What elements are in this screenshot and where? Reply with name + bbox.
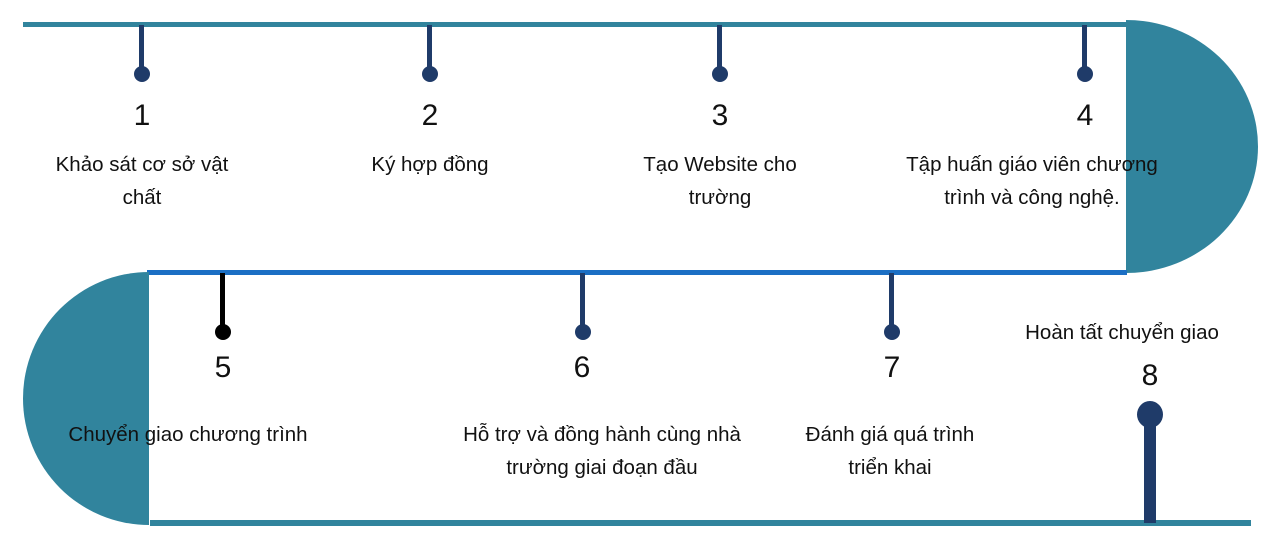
step-3-label-line: Tạo Website cho (643, 153, 797, 176)
step-3-label: Tạo Website cho trường (610, 148, 830, 214)
step-3-number: 3 (711, 99, 729, 132)
step-7-label: Đánh giá quá trình triển khai (780, 418, 1000, 484)
step-1-marker-dot (134, 66, 150, 82)
step-1-label-line: chất (122, 186, 162, 209)
step-4-number: 4 (1076, 99, 1094, 132)
step-1-number: 1 (133, 99, 151, 132)
left-turn-semicircle (23, 272, 149, 525)
step-2-label-line: Ký hợp đồng (371, 153, 489, 176)
step-8-label-line: Hoàn tất chuyển giao (1025, 321, 1219, 344)
step-6-label-line: Hỗ trợ và đồng hành cùng nhà (463, 423, 741, 446)
step-6-label-line: trường giai đoạn đầu (506, 456, 698, 479)
timeline-top-line (23, 22, 1126, 27)
step-7-marker-dot (884, 324, 900, 340)
step-7-label-line: Đánh giá quá trình (805, 423, 975, 446)
step-6-number: 6 (573, 351, 591, 384)
step-5-label-line: Chuyển giao chương trình (68, 423, 308, 446)
step-4-marker-dot (1077, 66, 1093, 82)
step-6-label: Hỗ trợ và đồng hành cùng nhà trường giai… (442, 418, 762, 484)
step-7-marker-stem (889, 273, 894, 325)
step-2-label: Ký hợp đồng (320, 148, 540, 181)
step-2-marker-dot (422, 66, 438, 82)
step-4-marker-stem (1082, 25, 1087, 69)
step-4-label-line: Tập huấn giáo viên chương (906, 153, 1158, 176)
step-4-label-line: trình và công nghệ. (944, 186, 1120, 209)
step-1-label: Khảo sát cơ sở vật chất (32, 148, 252, 214)
step-6-marker-dot (575, 324, 591, 340)
step-7-label-line: triển khai (848, 456, 932, 479)
step-1-marker-stem (139, 25, 144, 69)
step-3-label-line: trường (688, 186, 752, 209)
step-5-marker-stem (220, 273, 225, 325)
timeline-bottom-line (150, 520, 1251, 526)
step-2-marker-stem (427, 25, 432, 69)
step-1-label-line: Khảo sát cơ sở vật (55, 153, 229, 176)
step-5-marker-dot (215, 324, 231, 340)
step-3-marker-dot (712, 66, 728, 82)
step-5-label: Chuyển giao chương trình (38, 418, 338, 451)
step-5-number: 5 (214, 351, 232, 384)
timeline-middle-line (147, 270, 1127, 275)
step-8-marker-stem (1144, 420, 1156, 523)
step-2-number: 2 (421, 99, 439, 132)
right-turn-semicircle (1126, 20, 1258, 273)
step-8-label: Hoàn tất chuyển giao (992, 316, 1252, 349)
step-6-marker-stem (580, 273, 585, 325)
step-4-label: Tập huấn giáo viên chương trình và công … (882, 148, 1182, 214)
step-8-number: 8 (1141, 359, 1159, 392)
step-3-marker-stem (717, 25, 722, 69)
step-7-number: 7 (883, 351, 901, 384)
